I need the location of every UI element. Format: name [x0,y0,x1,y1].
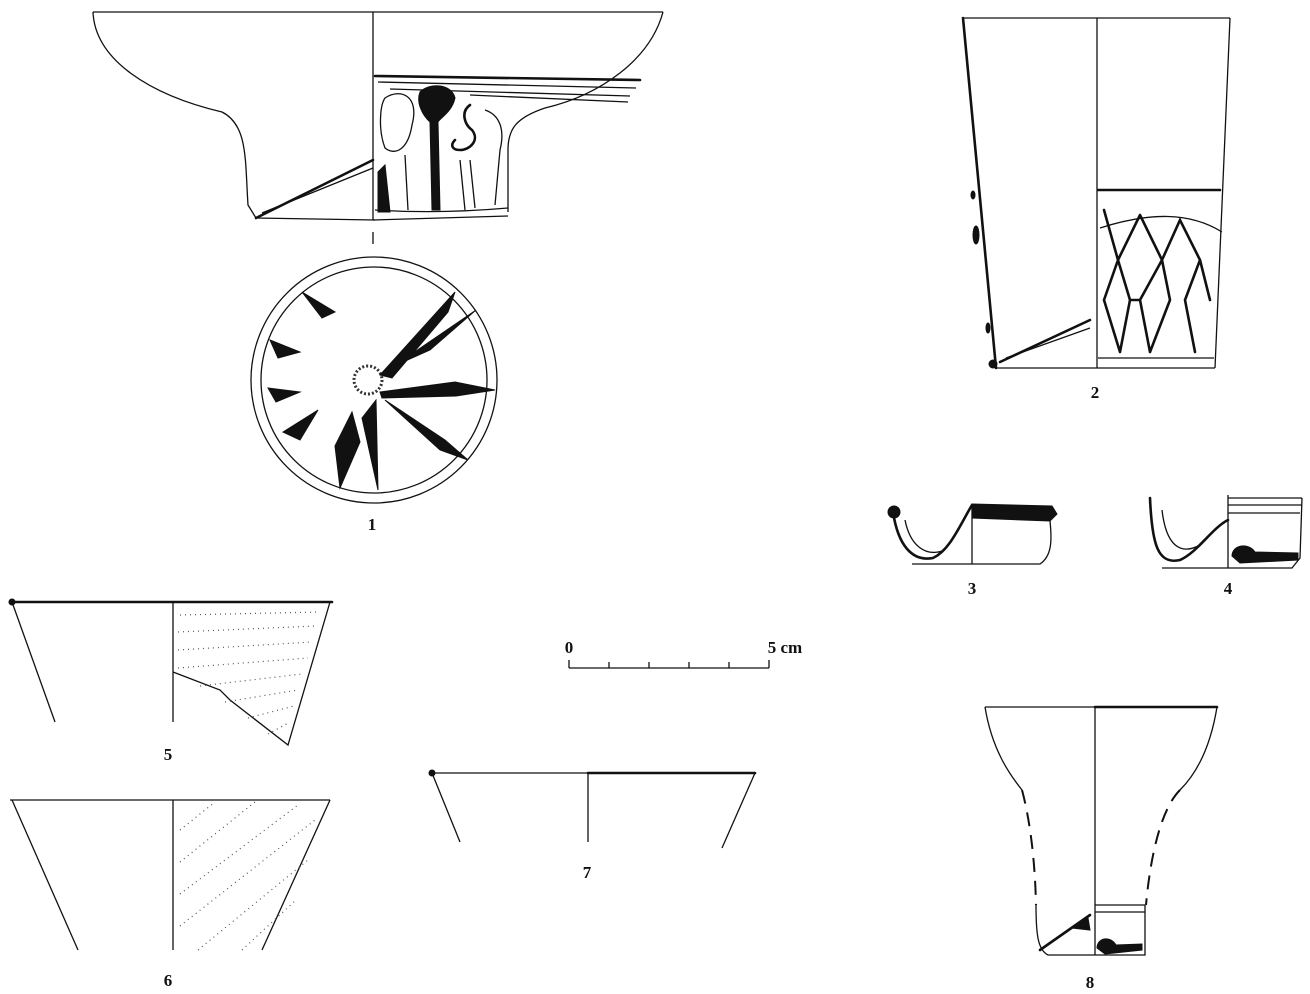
figure-number-8: 8 [1086,973,1095,992]
vessel-2 [961,16,1231,370]
vessel-6 [10,799,331,951]
figure-number-3: 3 [968,579,977,598]
scale-end-label: 5 cm [768,638,802,657]
scale-start-label: 0 [565,638,574,657]
figure-number-7: 7 [583,863,592,882]
figure-number-5: 5 [164,745,173,764]
vessel-3 [887,503,1058,565]
scale-bar: 0 5 cm [565,638,802,669]
vessel-1-base-view [250,256,498,504]
vessel-8 [984,705,1219,956]
figure-number-6: 6 [164,971,173,990]
figure-labels: 1 2 3 4 5 6 7 8 [164,383,1233,992]
figure-number-4: 4 [1224,579,1233,598]
vessel-1-profile [92,11,664,244]
vessel-7 [428,769,757,849]
figure-number-2: 2 [1091,383,1100,402]
figure-number-1: 1 [368,515,377,534]
vessel-5 [8,598,334,747]
vessel-4 [1148,495,1303,569]
